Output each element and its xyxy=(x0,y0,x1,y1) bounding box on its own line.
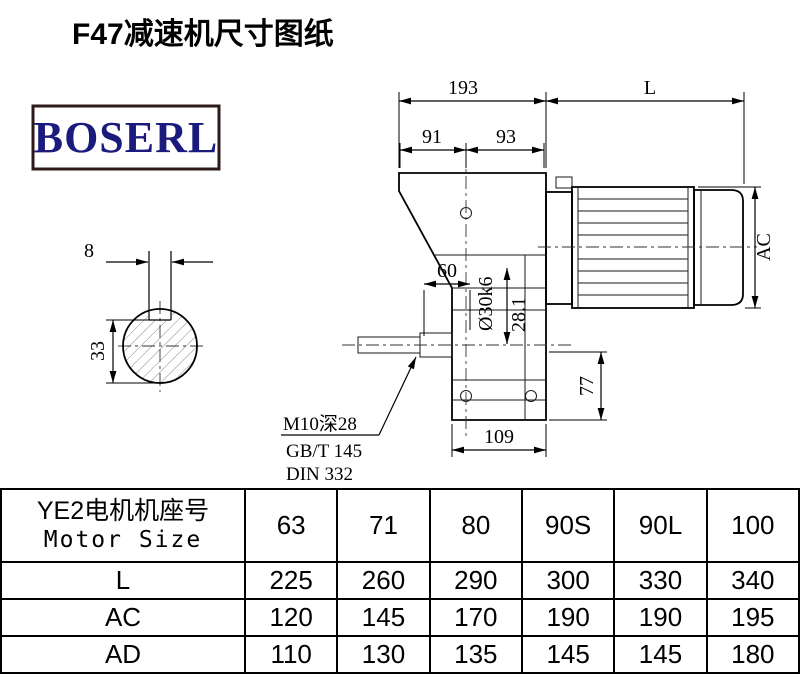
value-cell: 225 xyxy=(243,561,339,600)
value-cell: 170 xyxy=(428,598,523,637)
value-cell: 290 xyxy=(428,561,523,600)
table-header-row: YE2电机机座号 Motor Size 63 71 80 90S 90L 100 xyxy=(0,488,800,563)
bolt-hole-bottom-right xyxy=(525,390,537,402)
dimension-drawing: F47减速机尺寸图纸 BOSERL 8 xyxy=(31,18,775,485)
value-cell: 180 xyxy=(705,635,800,674)
row-label-L: L xyxy=(0,561,246,600)
dim-77: 77 xyxy=(549,351,607,421)
motor-size-header-cell: YE2电机机座号 Motor Size xyxy=(0,488,246,563)
value-cell: 195 xyxy=(705,598,800,637)
dim-key-width-8: 8 xyxy=(84,240,213,266)
row-label-AD: AD xyxy=(0,635,246,674)
motor-dimension-table: YE2电机机座号 Motor Size 63 71 80 90S 90L 100… xyxy=(0,488,800,674)
shaft-outline-circle xyxy=(122,308,198,384)
dim-193-and-L: 193 L xyxy=(398,77,745,184)
dim-label-109: 109 xyxy=(484,426,514,448)
value-cell: 120 xyxy=(243,598,339,637)
note-m10-depth: M10深28 xyxy=(283,413,357,435)
dim-label-77: 77 xyxy=(576,376,598,396)
value-cell: 340 xyxy=(705,561,800,600)
size-header-90S: 90S xyxy=(520,488,616,563)
dim-label-93: 93 xyxy=(496,126,516,148)
note-gbt-145: GB/T 145 xyxy=(286,441,362,462)
dim-109: 109 xyxy=(451,424,547,457)
size-header-71: 71 xyxy=(336,488,431,563)
motor-size-header-cn: YE2电机机座号 xyxy=(36,497,210,526)
value-cell: 190 xyxy=(520,598,616,637)
dim-label-8: 8 xyxy=(84,240,94,262)
gearbox-housing xyxy=(398,152,547,438)
row-label-AC: AC xyxy=(0,598,246,637)
dim-label-shaft-dia: Ø30k6 xyxy=(475,277,497,331)
leader-line xyxy=(378,356,417,436)
dim-label-AC: AC xyxy=(753,233,775,261)
motor xyxy=(538,176,757,309)
dim-AC: AC xyxy=(698,186,775,309)
dim-label-L: L xyxy=(644,77,656,99)
motor-size-header-en: Motor Size xyxy=(43,527,203,554)
value-cell: 330 xyxy=(613,561,708,600)
value-cell: 190 xyxy=(613,598,708,637)
dim-91-and-93: 91 93 xyxy=(399,126,545,168)
size-header-100: 100 xyxy=(705,488,800,563)
output-shaft xyxy=(342,332,572,358)
shaft-section-view xyxy=(118,251,204,392)
motor-flange xyxy=(545,191,573,305)
size-header-63: 63 xyxy=(243,488,339,563)
value-cell: 300 xyxy=(520,561,616,600)
value-cell: 130 xyxy=(336,635,431,674)
tapped-hole-note: M10深28 GB/T 145 DIN 332 xyxy=(281,356,417,485)
brand-logo-box xyxy=(31,104,221,171)
brand-logo-text: BOSERL xyxy=(34,113,219,162)
motor-lifting-lug xyxy=(555,176,573,189)
page-title: F47减速机尺寸图纸 xyxy=(72,18,334,51)
size-header-90L: 90L xyxy=(613,488,708,563)
dim-label-193: 193 xyxy=(448,77,478,99)
dim-label-28-1: 28.1 xyxy=(508,297,530,332)
dim-label-91: 91 xyxy=(422,126,442,148)
table-row-AD: AD 110 130 135 145 145 180 xyxy=(0,635,800,674)
note-din-332: DIN 332 xyxy=(286,464,353,485)
motor-fan-cover xyxy=(693,189,744,306)
table-row-AC: AC 120 145 170 190 190 195 xyxy=(0,598,800,637)
value-cell: 145 xyxy=(613,635,708,674)
dim-shaft-diameter: Ø30k6 28.1 xyxy=(475,268,530,344)
dim-key-height-33: 33 xyxy=(87,319,157,384)
brand-logo: BOSERL xyxy=(31,104,221,171)
dim-60: 60 xyxy=(423,260,471,336)
value-cell: 145 xyxy=(520,635,616,674)
value-cell: 145 xyxy=(336,598,431,637)
size-header-80: 80 xyxy=(428,488,523,563)
value-cell: 135 xyxy=(428,635,523,674)
table-row-L: L 225 260 290 300 330 340 xyxy=(0,561,800,600)
value-cell: 110 xyxy=(243,635,339,674)
dim-label-33: 33 xyxy=(87,341,109,361)
motor-body xyxy=(571,186,695,309)
value-cell: 260 xyxy=(336,561,431,600)
dim-label-60: 60 xyxy=(437,260,457,282)
